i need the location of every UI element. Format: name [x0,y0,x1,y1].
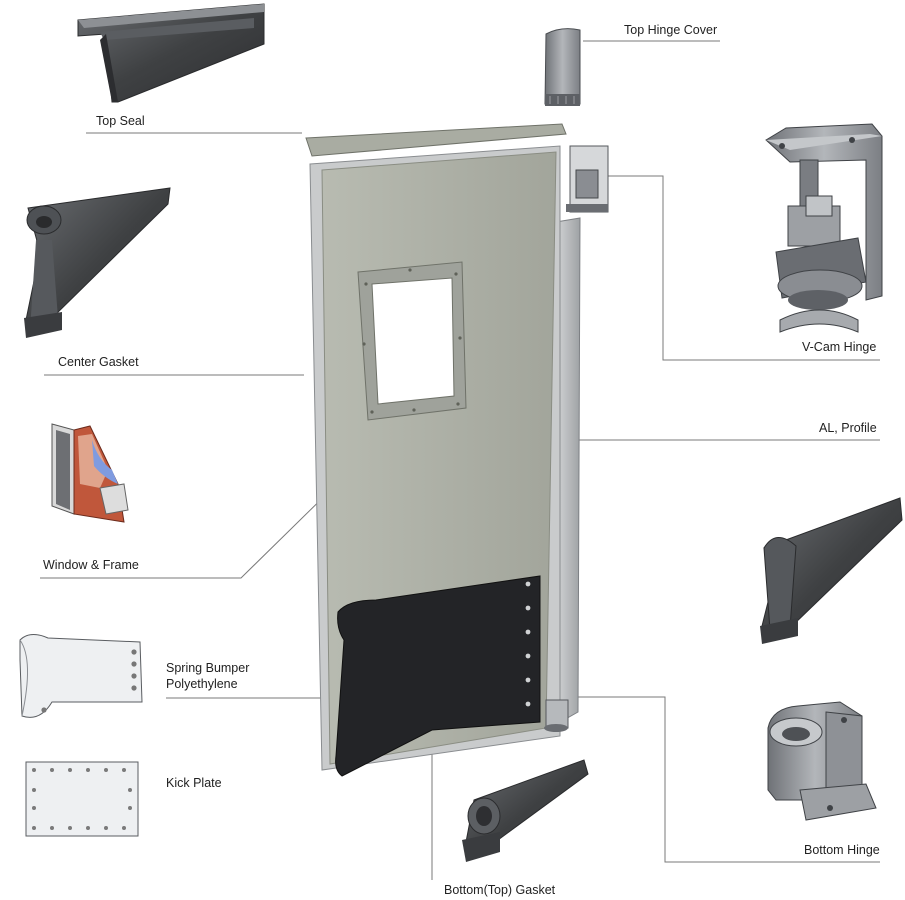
label-spring-bumper-line2: Polyethylene [166,677,238,691]
door-top-hinge [566,145,609,213]
top-seal-image [77,3,265,103]
label-bottom-gasket: Bottom(Top) Gasket [444,883,556,897]
door-kick-plate [335,575,541,777]
label-window-frame: Window & Frame [43,558,139,572]
label-bottom-hinge: Bottom Hinge [804,843,880,857]
spring-bumper-image [19,634,143,718]
label-v-cam-hinge: V-Cam Hinge [802,340,877,354]
window-frame-image [51,423,129,523]
label-spring-bumper: Spring Bumper Polyethylene [166,660,249,692]
label-al-profile: AL, Profile [819,421,877,435]
door-top-seal-strip [305,123,567,157]
leader-v-cam-hinge [606,175,880,361]
bottom-gasket-image [462,759,589,862]
door-assembly [305,123,609,777]
label-top-hinge-cover: Top Hinge Cover [624,23,718,37]
door-window [357,261,467,421]
leader-bottom-hinge [562,696,880,863]
center-gasket-image [24,187,171,338]
door-kick-plate-rivets [525,581,531,707]
door-bottom-hinge [544,699,569,732]
kick-plate-image [25,761,139,837]
label-top-seal: Top Seal [96,114,145,128]
label-kick-plate: Kick Plate [166,776,222,790]
top-hinge-cover-image [544,28,581,106]
bottom-hinge-image [767,701,877,821]
label-center-gasket: Center Gasket [58,355,139,369]
label-spring-bumper-line1: Spring Bumper [166,661,250,675]
al-profile-image [760,497,903,644]
v-cam-hinge-image [765,123,883,333]
